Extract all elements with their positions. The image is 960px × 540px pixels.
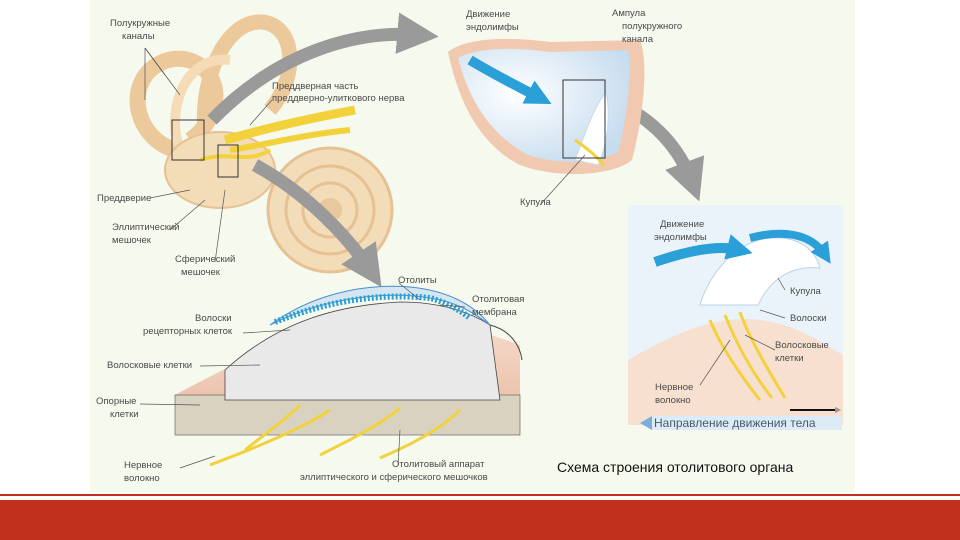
label-endolymph-1a: Движение <box>466 9 510 20</box>
direction-band <box>652 416 842 430</box>
label-nerve-fiber-1b: волокно <box>124 473 160 484</box>
otoliths-crystals <box>273 293 472 325</box>
otolith-nerve-4 <box>379 408 462 460</box>
cochlea-turn-2 <box>301 181 359 239</box>
vestibular-nerve-branch <box>229 127 351 153</box>
label-vestibular-nerve-2: преддверно-улиткового нерва <box>272 93 405 104</box>
body-direction-label: Направление движения тела <box>654 416 816 430</box>
slide-caption: Схема строения отолитового органа <box>557 459 794 475</box>
accent-bar <box>0 500 960 540</box>
membrane-edge <box>489 324 523 361</box>
label-semicircular-canals-1: Полукружные <box>110 18 170 29</box>
label-hair-cells-1: Волосковые клетки <box>107 360 192 371</box>
cupula-shape <box>699 237 821 306</box>
accent-line <box>0 494 960 496</box>
otolith-nerve-2 <box>209 408 331 467</box>
label-endolymph-2a: Движение <box>660 219 704 230</box>
label-otoliths: Отолиты <box>398 275 437 286</box>
label-ampulla-2: полукружного <box>622 21 682 32</box>
label-semicircular-canals-2: каналы <box>122 31 155 42</box>
cupula-detail: Направление движения тела <box>628 205 843 430</box>
label-saccule-2: мешочек <box>181 267 221 278</box>
ampulla-illustration <box>448 38 645 175</box>
zoom-arrow-to-ampulla <box>207 12 439 125</box>
zoom-arrow-to-otolith <box>251 159 382 288</box>
hair-cell-layer <box>224 301 501 401</box>
leader-lines <box>139 47 786 469</box>
cupula-nerve-1 <box>708 319 762 401</box>
endolymph-arrow-3 <box>748 229 831 264</box>
cupula-zoom-box <box>562 79 606 159</box>
endolymph-arrow-1 <box>467 55 552 104</box>
label-endolymph-2b: эндолимфы <box>654 232 707 243</box>
label-cupula-2: Купула <box>790 286 822 297</box>
label-hair-cells-2a: Волосковые <box>775 340 829 351</box>
supporting-cell-layer <box>174 394 521 436</box>
label-cupula-1: Купула <box>520 197 552 208</box>
endolymph-arrow-2 <box>653 234 753 267</box>
vestibular-nerve <box>223 105 356 145</box>
direction-arrowhead <box>640 416 652 430</box>
otolith-nerve-3 <box>319 406 401 457</box>
cupula-tissue <box>628 319 843 425</box>
label-receptor-hairs-2: рецепторных клеток <box>143 326 233 337</box>
saccule-zoom-box <box>217 144 239 178</box>
label-supporting-cells-1: Опорные <box>96 396 136 407</box>
label-hairs: Волоски <box>790 313 827 324</box>
semicircular-canal-3 <box>170 54 231 152</box>
label-receptor-hairs-1: Волоски <box>195 313 232 324</box>
label-otolith-membrane-2: мембрана <box>472 307 517 318</box>
otolith-organ-section <box>174 285 523 467</box>
label-hair-cells-2b: клетки <box>775 353 804 364</box>
label-otolith-apparatus-2: эллиптического и сферического мешочков <box>300 472 488 483</box>
nerve-twig <box>199 148 272 162</box>
otolith-membrane-shape <box>269 285 491 326</box>
ampulla-nerve <box>574 138 606 166</box>
cochlea-turn-1 <box>284 164 376 256</box>
label-otolith-apparatus-1: Отолитовый аппарат <box>392 459 485 470</box>
label-endolymph-1b: эндолимфы <box>466 22 519 33</box>
label-nerve-fiber-2b: волокно <box>655 395 691 406</box>
semicircular-canal-2 <box>196 14 298 131</box>
cupula-nerve-3 <box>738 311 787 399</box>
label-ampulla-3: канала <box>622 34 654 45</box>
label-nerve-fiber-2a: Нервное <box>655 382 693 393</box>
text-labels: Полукружные каналы Преддверная часть пре… <box>96 8 829 484</box>
inner-ear-labyrinth <box>129 14 394 274</box>
label-vestibular-nerve-1: Преддверная часть <box>272 81 358 92</box>
label-ampulla-1: Ампула <box>612 8 646 19</box>
label-vestibule: Преддверие <box>97 193 151 204</box>
label-supporting-cells-2: клетки <box>110 409 139 420</box>
label-nerve-fiber-1a: Нервное <box>124 460 162 471</box>
ampulla-zoom-box <box>171 119 205 161</box>
cupula-nerve-2 <box>723 314 774 399</box>
label-saccule-1: Сферический <box>175 254 235 265</box>
otolith-nerve-1 <box>244 403 302 452</box>
label-utricle-2: мешочек <box>112 235 152 246</box>
label-otolith-membrane-1: Отолитовая <box>472 294 524 305</box>
label-utricle-1: Эллиптический <box>112 222 179 233</box>
